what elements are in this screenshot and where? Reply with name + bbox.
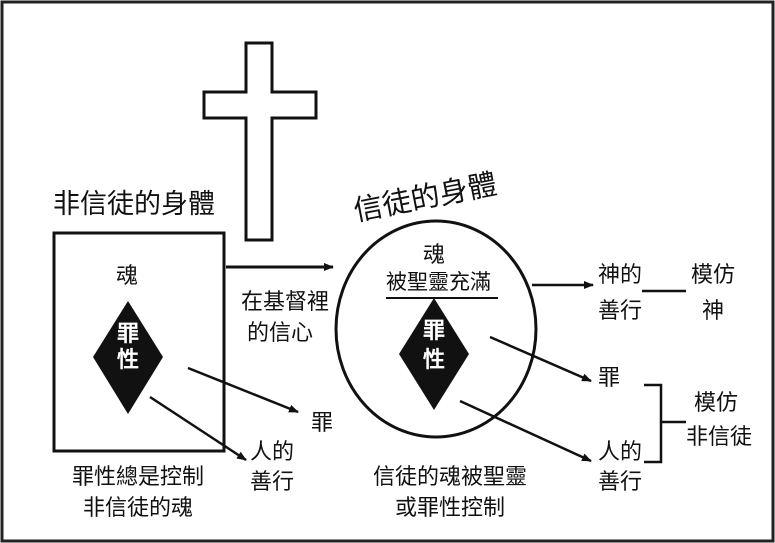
imitate-god-line1: 模仿 (691, 263, 736, 288)
imitate-unbeliever-line1: 模仿 (694, 391, 739, 416)
believer-sin-label-2: 性 (423, 348, 446, 373)
believer-sin-nature-diamond (399, 298, 469, 410)
believer-filled-label: 被聖靈充滿 (386, 270, 491, 294)
imitate-unbeliever-bracket (644, 383, 686, 464)
left-caption-line2: 非信徒的魂 (82, 496, 193, 521)
believer-sin-arrow (489, 335, 592, 383)
unbeliever-sin-nature-diamond (93, 301, 163, 414)
right-caption-line2: 或罪性控制 (394, 496, 505, 521)
left-caption-line1: 罪性總是控制 (71, 465, 204, 490)
unbeliever-sin-label-1: 罪 (117, 322, 140, 347)
right-caption-line1: 信徒的魂被聖靈 (372, 465, 527, 490)
unbeliever-works-line1: 人的 (250, 440, 295, 465)
believer-soul-label: 魂 (423, 243, 446, 268)
unbeliever-sin-outcome: 罪 (311, 411, 334, 436)
unbeliever-works-arrow (149, 395, 247, 462)
imitate-unbeliever-line2: 非信徒 (686, 425, 753, 450)
believer-works-arrow (459, 399, 592, 463)
unbeliever-works-line2: 善行 (250, 470, 295, 495)
believer-sin-label-1: 罪 (423, 319, 446, 344)
cross-icon (202, 41, 318, 242)
imitate-god-line2: 神 (702, 299, 725, 324)
unbeliever-sin-label-2: 性 (117, 348, 140, 373)
faith-label-line2: 的信心 (247, 321, 314, 346)
believer-works-line1: 人的 (598, 440, 643, 465)
believer-body-circle (334, 219, 538, 439)
unbeliever-body-title: 非信徒的身體 (53, 189, 215, 220)
gods-works-line1: 神的 (598, 263, 643, 288)
believer-sin-outcome: 罪 (598, 366, 621, 391)
gods-works-line2: 善行 (598, 299, 643, 324)
unbeliever-body-box (52, 231, 226, 453)
unbeliever-sin-arrow (187, 366, 299, 414)
faith-label-line1: 在基督裡 (241, 290, 330, 315)
unbeliever-soul-label: 魂 (116, 264, 139, 289)
believer-works-line2: 善行 (598, 470, 643, 495)
